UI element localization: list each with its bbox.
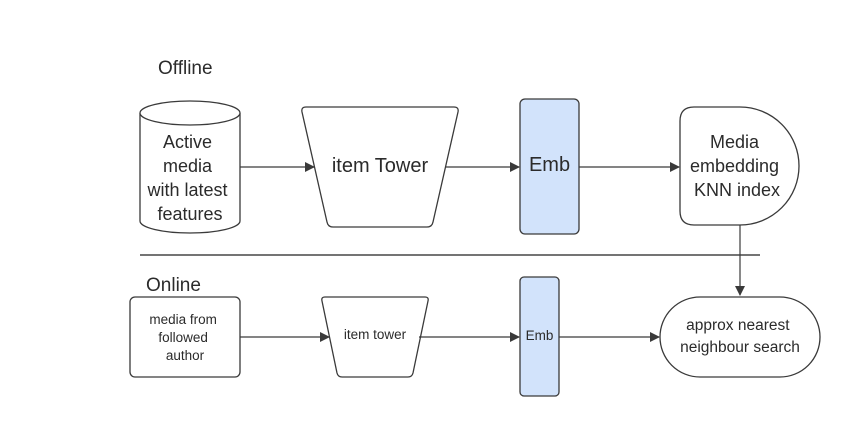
active-media-database: Active media with latest features <box>139 100 241 234</box>
active-media-line-3: with latest <box>146 180 227 200</box>
item-tower-online-label: item tower <box>344 327 407 342</box>
emb-offline-label: Emb <box>529 154 570 176</box>
knn-index-line-1: Media <box>710 132 760 152</box>
approx-nearest-neighbour-search: approx nearest neighbour search <box>659 296 821 378</box>
online-section-label: Online <box>146 275 201 296</box>
active-media-line-2: media <box>163 156 213 176</box>
item-tower-offline: item Tower <box>301 106 459 228</box>
knn-index-line-3: KNN index <box>694 180 780 200</box>
svg-text:approx nearest neighbour: approx nearest neighbour search <box>680 317 800 356</box>
item-tower-offline-label: item Tower <box>332 155 429 177</box>
followed-author-line-2: followed <box>158 330 208 345</box>
item-tower-online: item tower <box>321 296 429 378</box>
active-media-line-4: features <box>157 204 222 224</box>
media-embedding-knn-index: Media embedding KNN index <box>679 106 800 226</box>
search-line-1: approx nearest <box>686 317 790 334</box>
offline-section-label: Offline <box>158 58 213 79</box>
svg-text:Media embedding KN: Media embedding KNN index <box>690 132 784 200</box>
followed-author-line-1: media from <box>149 312 217 327</box>
media-from-followed-author: media from followed author <box>129 296 241 378</box>
knn-index-line-2: embedding <box>690 156 779 176</box>
search-line-2: neighbour search <box>680 339 800 356</box>
active-media-line-1: Active <box>163 132 212 152</box>
svg-text:media from followed: media from followed author <box>149 312 220 363</box>
emb-online-label: Emb <box>526 328 554 343</box>
followed-author-line-3: author <box>166 348 205 363</box>
emb-offline: Emb <box>519 98 580 235</box>
svg-text:Active media with: Active media with latest features <box>146 132 232 224</box>
emb-online: Emb <box>519 276 560 397</box>
